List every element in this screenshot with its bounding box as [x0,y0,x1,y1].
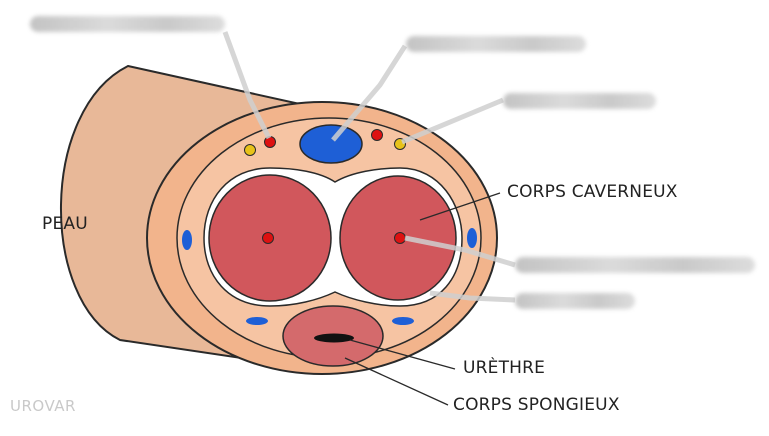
blurred-label-right-lower [515,293,635,309]
right-dorsal-artery [372,130,383,141]
left-dorsal-nerve [245,145,256,156]
leader-corps-spongieux [345,358,448,405]
bottom-right-vein [392,317,414,325]
watermark-text: UROVAR [10,397,76,415]
label-corps-spongieux: CORPS SPONGIEUX [453,395,620,415]
label-urethre: URÈTHRE [463,358,545,378]
left-deep-artery [263,233,274,244]
label-peau: PEAU [42,214,88,234]
blurred-label-right-artery [515,257,755,273]
right-deep-artery [395,233,406,244]
blurred-label-top-left [30,16,225,32]
label-corps-caverneux: CORPS CAVERNEUX [507,182,678,202]
bottom-left-vein [246,317,268,325]
urethra [314,334,354,343]
leader-blurred-3 [402,100,503,142]
right-lateral-vein [467,228,477,248]
left-lateral-vein [182,230,192,250]
blurred-label-top-right [503,93,656,109]
blurred-label-top-center [406,36,586,52]
left-dorsal-artery [265,137,276,148]
dorsal-vein [300,125,362,163]
